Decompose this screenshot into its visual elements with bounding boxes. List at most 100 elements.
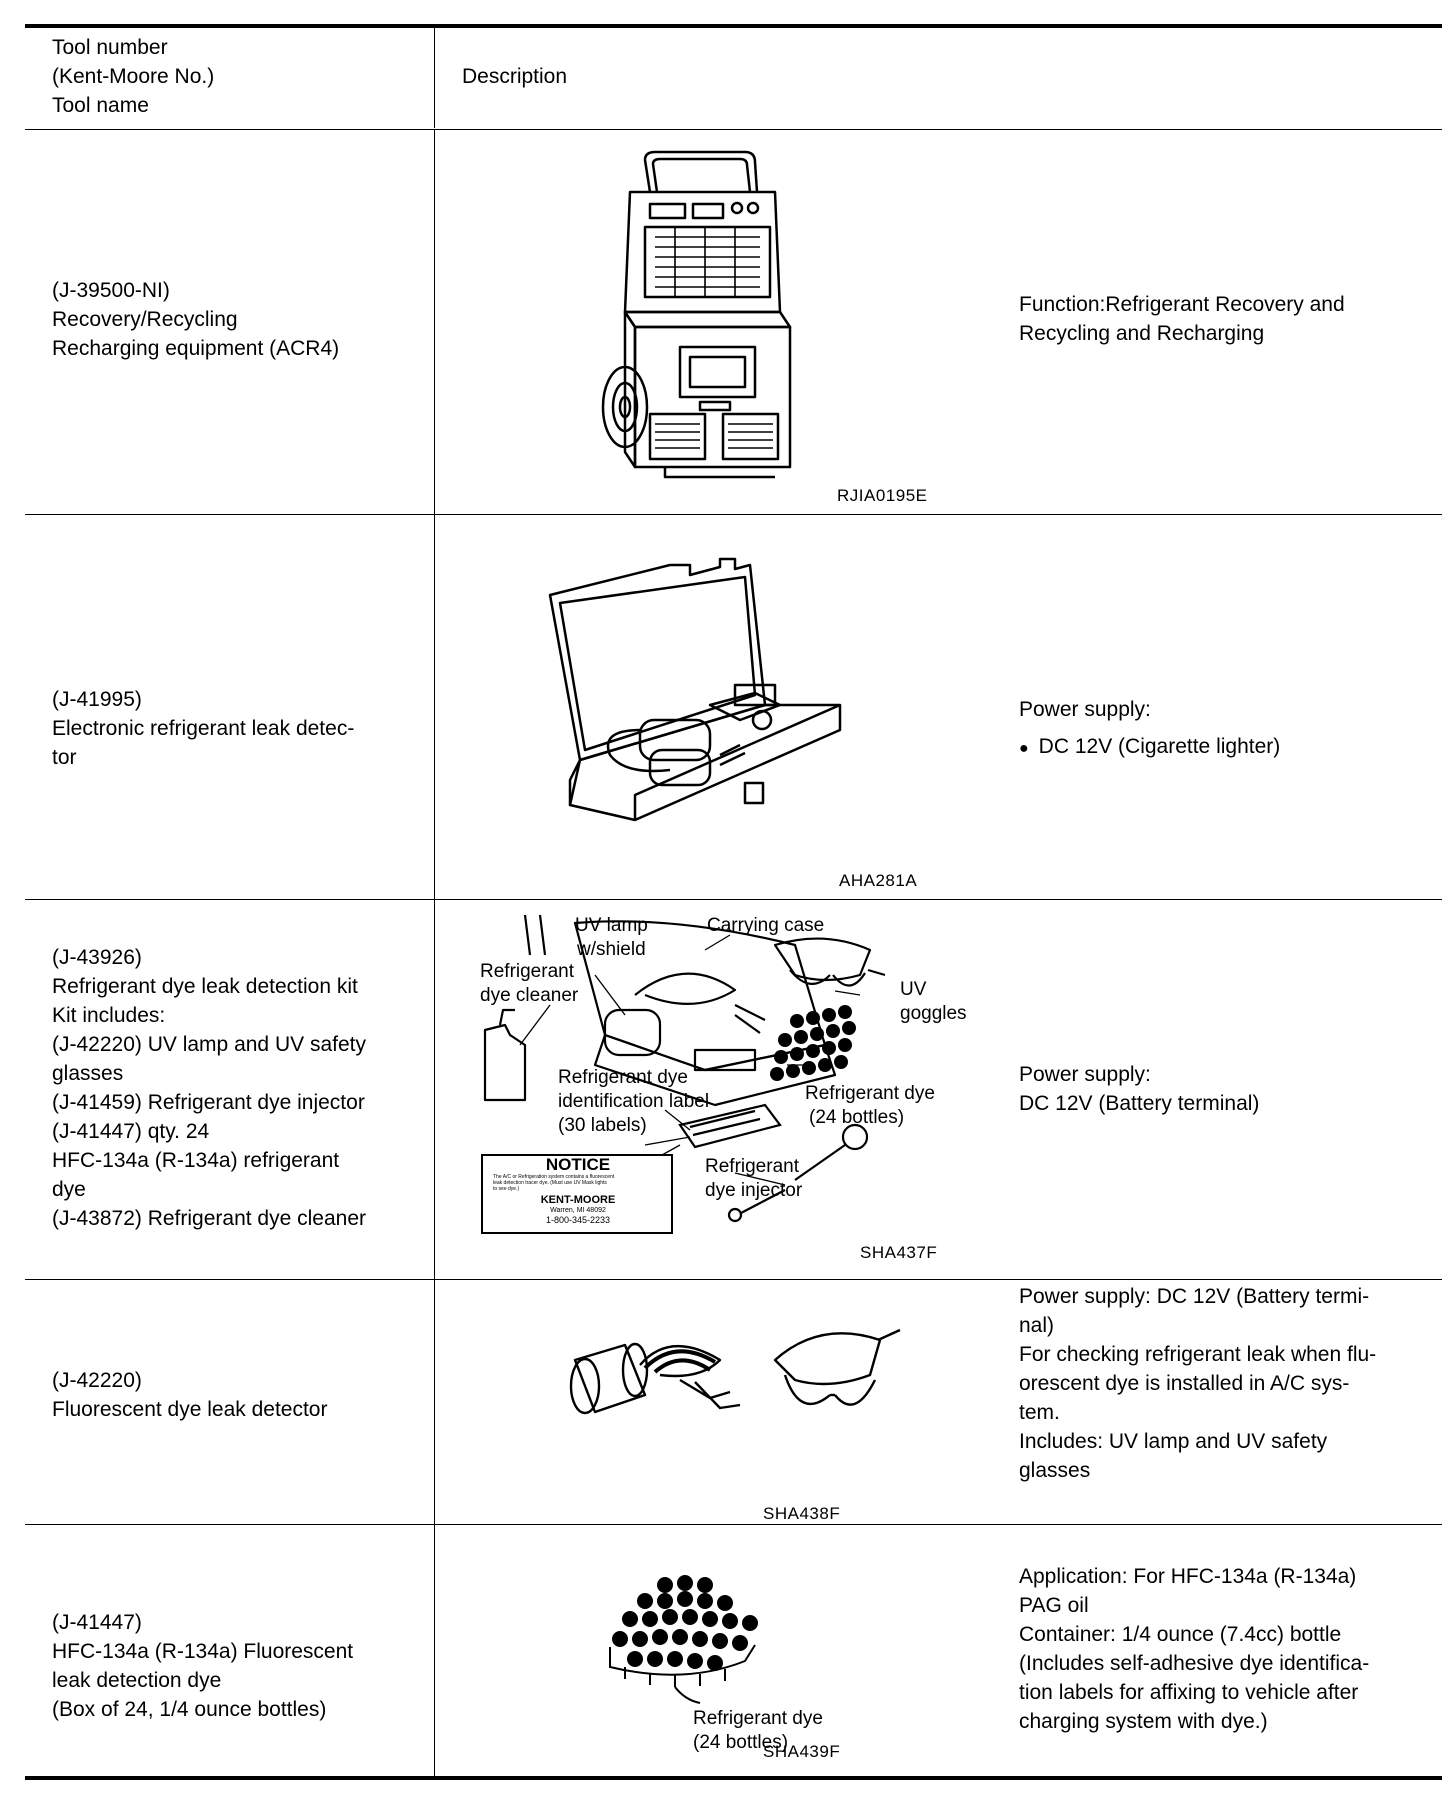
column-divider [434,130,435,514]
tool-name-line: Recovery/Recycling [52,308,238,331]
callout-line: Refrigerant [480,961,574,982]
column-divider [434,900,435,1279]
description-line: For checking refrigerant leak when flu- [1019,1343,1377,1366]
figure-code: SHA439F [763,1742,841,1761]
tool-cell: (J-42220) Fluorescent dye leak detector [52,1366,422,1424]
callout-line: Refrigerant dye [693,1708,823,1729]
tool-name-line: dye [52,1178,86,1201]
description-line: Power supply: [1019,1063,1151,1086]
callout-line: (30 labels) [558,1115,647,1136]
callout-identification-label: Refrigerant dye identification label (30… [558,1066,709,1138]
notice-title: NOTICE [545,1155,611,1174]
tool-name-line: (J-41459) Refrigerant dye injector [52,1091,365,1114]
table-top-rule [25,24,1442,28]
header-tool-column: Tool number (Kent-Moore No.) Tool name [52,33,422,120]
column-divider [434,1280,435,1524]
tool-number: (J-42220) [52,1369,142,1392]
header-tool-line: (Kent-Moore No.) [52,65,215,88]
header-tool-line: Tool number [52,36,168,59]
callout-line: dye injector [705,1180,803,1201]
notice-city: Warren, MI 48092 [550,1207,606,1214]
column-divider [434,28,435,128]
figure-code: SHA437F [860,1243,938,1262]
callout-line: UV lamp [575,915,648,936]
tool-name-line: glasses [52,1062,124,1085]
callout-dye-bottles: Refrigerant dye (24 bottles) [693,1707,823,1755]
header-tool-line: Tool name [52,94,149,117]
notice-phone: 1-800-345-2233 [545,1215,611,1225]
tool-cell: (J-41995) Electronic refrigerant leak de… [52,685,422,772]
description-line: PAG oil [1019,1594,1089,1617]
table-header-row: Tool number (Kent-Moore No.) Tool name D… [25,28,1442,128]
callout-dye-injector: Refrigerant dye injector [705,1155,802,1203]
callout-dye-bottles: Refrigerant dye (24 bottles) [805,1082,935,1130]
recovery-recycling-machine-figure [601,150,792,479]
tool-number: (J-39500-NI) [52,279,170,302]
leak-detector-case-figure [548,557,842,822]
table-bottom-rule [25,1776,1442,1780]
description-line: orescent dye is installed in A/C sys- [1019,1372,1350,1395]
callout-line: Refrigerant dye [558,1067,688,1088]
tool-number: (J-41447) [52,1611,142,1634]
description-line: nal) [1019,1314,1055,1337]
description-line: charging system with dye.) [1019,1710,1268,1733]
uv-lamp-and-goggles-figure [569,1328,901,1415]
description-line: Power supply: DC 12V (Battery termi- [1019,1285,1370,1308]
notice-fine-print: to see dye.) [493,1186,520,1192]
description-cell: Application: For HFC-134a (R-134a) PAG o… [1019,1562,1429,1736]
callout-line: dye cleaner [480,985,579,1006]
tool-number: (J-41995) [52,688,142,711]
description-line: tem. [1019,1401,1060,1424]
notice-fine-print: The A/C or Refrigeration system contains… [493,1174,615,1180]
tool-name-line: (J-43872) Refrigerant dye cleaner [52,1207,366,1230]
callout-line: identification label [558,1091,710,1112]
callout-line: goggles [900,1003,967,1024]
callout-carrying-case: Carrying case [707,915,825,936]
figure-code: AHA281A [839,871,918,890]
tool-name-line: Kit includes: [52,1004,166,1027]
tool-name-line: (Box of 24, 1/4 ounce bottles) [52,1698,327,1721]
description-cell: Function:Refrigerant Recovery and Recycl… [1019,290,1429,348]
tool-cell: (J-41447) HFC-134a (R-134a) Fluorescent … [52,1608,422,1724]
description-line: Container: 1/4 ounce (7.4cc) bottle [1019,1623,1342,1646]
description-title: Power supply: [1019,698,1151,721]
callout-uv-lamp: UV lamp w/shield [575,914,648,962]
callout-uv-goggles: UV goggles [900,978,967,1026]
description-line: glasses [1019,1459,1091,1482]
table-row: (J-39500-NI) Recovery/Recycling Rechargi… [25,129,1442,514]
tool-number: (J-43926) [52,946,142,969]
table-row: (J-42220) Fluorescent dye leak detector … [25,1279,1442,1524]
figure-code: SHA438F [763,1504,841,1523]
callout-line: Refrigerant [705,1156,799,1177]
tool-name-line: Recharging equipment (ACR4) [52,337,340,360]
bullet-dot-icon: ● [1019,740,1029,757]
notice-fine-print: leak detection tracer dye. (Must use UV … [493,1180,607,1186]
tool-name-line: Refrigerant dye leak detection kit [52,975,358,998]
notice-label: NOTICE The A/C or Refrigeration system c… [485,1156,671,1226]
dye-leak-kit-figure [481,914,886,1234]
header-description-column: Description [462,65,568,88]
callout-line: (24 bottles) [693,1732,789,1753]
column-divider [434,515,435,899]
description-line: Application: For HFC-134a (R-134a) [1019,1565,1357,1588]
description-line: DC 12V (Battery terminal) [1019,1092,1260,1115]
callout-line: UV [900,979,927,1000]
tool-name-line: Fluorescent dye leak detector [52,1398,328,1421]
callout-dye-cleaner: Refrigerant dye cleaner [480,960,578,1008]
table-row: (J-41447) HFC-134a (R-134a) Fluorescent … [25,1524,1442,1777]
description-line: Includes: UV lamp and UV safety [1019,1430,1328,1453]
tool-cell: (J-39500-NI) Recovery/Recycling Rechargi… [52,276,422,363]
description-cell: Power supply: DC 12V (Battery termi- nal… [1019,1282,1429,1485]
notice-brand: KENT-MOORE [540,1194,616,1206]
column-divider [434,1525,435,1777]
callout-line: w/shield [577,939,646,960]
tool-name-line: (J-42220) UV lamp and UV safety [52,1033,366,1056]
table-row: (J-41995) Electronic refrigerant leak de… [25,514,1442,899]
callout-line: Refrigerant dye [805,1083,935,1104]
tool-cell: (J-43926) Refrigerant dye leak detection… [52,943,422,1233]
tool-name-line: Electronic refrigerant leak detec- [52,717,355,740]
description-line: Function:Refrigerant Recovery and [1019,293,1345,316]
figure-code: RJIA0195E [837,486,928,505]
tool-name-line: HFC-134a (R-134a) refrigerant [52,1149,340,1172]
tool-name-line: HFC-134a (R-134a) Fluorescent [52,1640,354,1663]
